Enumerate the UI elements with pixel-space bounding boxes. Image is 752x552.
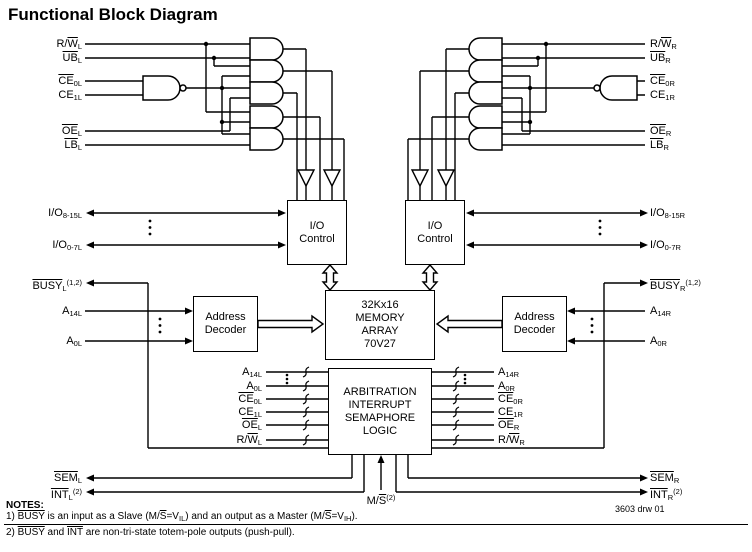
address-decoder-left-block: Address Decoder <box>193 296 258 352</box>
signal-label-lb-right: LBR <box>650 139 669 152</box>
note-1: 1) BUSY is an input as a Slave (M/S=VIL)… <box>6 511 358 523</box>
block-text: Address <box>205 311 246 323</box>
signal-label-ce0-left: CE0L <box>58 75 82 88</box>
right-gate-output-wires <box>407 48 469 200</box>
left-output-buffers <box>296 169 342 188</box>
block-text: INTERRUPT <box>348 398 412 411</box>
arb-label-oe-left: OEL <box>241 419 262 432</box>
ellipsis-dots <box>148 219 602 385</box>
block-text: I/O <box>427 219 443 232</box>
block-text: Address <box>514 311 555 323</box>
arb-label-a0-left: A0L <box>246 380 262 393</box>
footer-divider <box>4 524 748 525</box>
arb-label-a0-right: A0R <box>498 380 515 393</box>
inverter-bubble <box>179 84 187 92</box>
signal-label-busy-right: BUSYR(1,2) <box>650 278 701 293</box>
signal-label-sem-left: SEML <box>53 472 82 485</box>
left-gate-output-wires <box>283 48 345 200</box>
block-text: LOGIC <box>362 424 398 437</box>
address-decoder-right-block: Address Decoder <box>502 296 567 352</box>
block-text: SEMAPHORE <box>344 411 416 424</box>
inverter-bubble <box>593 84 601 92</box>
arb-label-oe-right: OER <box>498 419 520 432</box>
signal-label-a14-right: A14R <box>650 305 672 318</box>
note-2: 2) BUSY and INT are non-tri-state totem-… <box>6 527 295 538</box>
arb-label-ce0-right: CE0R <box>498 393 523 406</box>
block-text: Control <box>417 232 453 245</box>
signal-label-ub-right: UBR <box>650 52 671 65</box>
arb-label-ce1-left: CE1L <box>238 406 262 419</box>
signal-label-int-right: INTR(2) <box>650 487 683 502</box>
signal-label-sem-right: SEMR <box>650 472 680 485</box>
signal-label-ub-left: UBL <box>62 52 82 65</box>
right-output-buffers <box>410 169 456 188</box>
buffer-triangle <box>410 169 430 188</box>
decoder-to-memory-arrow-right <box>435 314 503 334</box>
iocontrol-memory-arrow-right <box>421 263 439 292</box>
block-text: Decoder <box>204 324 247 336</box>
signal-label-io07-right: I/O0-7R <box>650 239 681 252</box>
signal-label-busy-left: BUSYL(1,2) <box>32 278 82 293</box>
signal-label-ce1-left: CE1L <box>58 89 82 102</box>
buffer-triangle <box>436 169 456 188</box>
arbitration-logic-block: ARBITRATION INTERRUPT SEMAPHORE LOGIC <box>328 368 432 455</box>
block-text: ARRAY <box>361 325 399 337</box>
signal-label-io815-left: I/O8-15L <box>48 207 82 220</box>
page-title: Functional Block Diagram <box>8 5 218 24</box>
bus-squiggle-marks <box>302 366 460 446</box>
arb-label-a14-right: A14R <box>498 366 520 379</box>
buffer-triangle <box>322 169 342 188</box>
arb-label-rw-left: R/WL <box>236 434 262 447</box>
signal-label-a0-right: A0R <box>650 335 667 348</box>
left-io-busy-addr-wires <box>85 212 365 493</box>
signal-label-ce1-right: CE1R <box>650 89 675 102</box>
arb-label-ce1-right: CE1R <box>498 406 523 419</box>
decoder-to-memory-arrow-left <box>257 314 325 334</box>
block-text: I/O <box>309 219 325 232</box>
signal-label-io07-left: I/O0-7L <box>52 239 82 252</box>
signal-label-rw-left: R/WL <box>56 38 82 51</box>
block-text: ARBITRATION <box>343 385 417 398</box>
signal-label-oe-right: OER <box>650 125 672 138</box>
signal-label-oe-left: OEL <box>61 125 82 138</box>
io-control-right-block: I/O Control <box>405 200 465 265</box>
memory-array-block: 32Kx16 MEMORY ARRAY 70V27 <box>325 290 435 360</box>
signal-label-rw-right: R/WR <box>650 38 677 51</box>
signal-label-io815-right: I/O8-15R <box>650 207 686 220</box>
io-control-left-block: I/O Control <box>287 200 347 265</box>
signal-label-ce0-right: CE0R <box>650 75 675 88</box>
signal-label-lb-left: LBL <box>64 139 82 152</box>
left-and-gates <box>249 37 284 151</box>
block-text: 32Kx16 <box>361 299 399 311</box>
arb-label-rw-right: R/WR <box>498 434 525 447</box>
left-nand-gate <box>142 75 187 101</box>
right-nand-gate <box>593 75 638 101</box>
block-text: Decoder <box>513 324 556 336</box>
arb-label-a14-left: A14L <box>242 366 262 379</box>
buffer-triangle <box>296 169 316 188</box>
right-io-busy-addr-wires <box>395 212 645 493</box>
junction-dots <box>203 41 549 125</box>
notes-heading: NOTES: <box>6 500 44 511</box>
signal-label-int-left: INTL(2) <box>50 487 82 502</box>
signal-label-a14-left: A14L <box>62 305 82 318</box>
right-control-wires <box>502 43 645 146</box>
drawing-number: 3603 drw 01 <box>615 504 665 514</box>
iocontrol-memory-arrow-left <box>321 263 339 292</box>
right-and-gates <box>468 37 503 151</box>
block-text: Control <box>299 232 335 245</box>
signal-arrowheads <box>86 209 648 496</box>
signal-label-a0-left: A0L <box>66 335 82 348</box>
block-text: MEMORY <box>355 312 405 324</box>
left-control-wires <box>85 43 250 146</box>
arb-label-ce0-left: CE0L <box>238 393 262 406</box>
signal-label-master-slave: M/S(2) <box>366 493 396 507</box>
arbitration-input-wires <box>266 371 494 490</box>
block-text: 70V27 <box>364 338 396 350</box>
